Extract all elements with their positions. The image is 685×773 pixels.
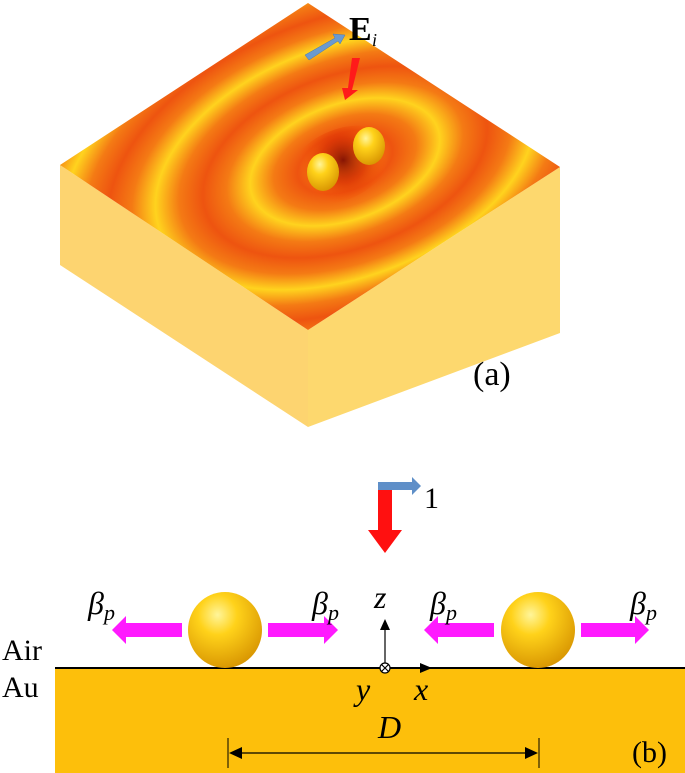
distance-label: D xyxy=(377,709,401,745)
spp-arrow-right-1-icon xyxy=(268,616,338,644)
panel-b: 1 βp βp βp βp Air Au z y x xyxy=(2,477,685,773)
beta-label-4: βp xyxy=(629,585,657,625)
polarization-label: 1 xyxy=(424,482,439,515)
spp-arrow-right-2-icon xyxy=(581,616,649,644)
nanosphere-left xyxy=(307,153,339,191)
coordinate-axes xyxy=(379,619,432,674)
axis-y-label: y xyxy=(353,671,371,707)
field-label: E xyxy=(349,11,372,48)
nanosphere-left xyxy=(188,592,262,668)
incident-red-arrow-icon xyxy=(368,490,402,553)
polarization-blue-arrow-icon xyxy=(304,33,346,61)
nanosphere-right xyxy=(501,592,575,668)
nanosphere-right xyxy=(353,127,385,165)
panel-b-label: (b) xyxy=(632,736,667,769)
substrate-right-face xyxy=(308,167,560,427)
beta-label-1: βp xyxy=(87,585,115,625)
z-arrowhead-icon xyxy=(380,619,390,630)
axis-x-label: x xyxy=(413,671,428,707)
air-label: Air xyxy=(2,634,42,667)
x-arrowhead-icon xyxy=(420,663,432,673)
au-substrate xyxy=(55,668,685,773)
polarization-blue-arrow-icon xyxy=(378,477,421,495)
field-subscript: i xyxy=(372,30,377,50)
incident-red-arrow-icon xyxy=(342,58,360,100)
au-label: Au xyxy=(2,671,39,704)
panel-a: E i (a) xyxy=(60,3,560,427)
beta-label-2: βp xyxy=(311,585,339,625)
spp-arrow-left-1-icon xyxy=(112,616,182,644)
beta-label-3: βp xyxy=(429,585,457,625)
substrate-left-face xyxy=(60,165,308,427)
axis-z-label: z xyxy=(373,579,387,615)
spp-arrow-left-2-icon xyxy=(424,616,494,644)
distance-dimension xyxy=(227,738,540,768)
panel-a-label: (a) xyxy=(473,356,511,393)
